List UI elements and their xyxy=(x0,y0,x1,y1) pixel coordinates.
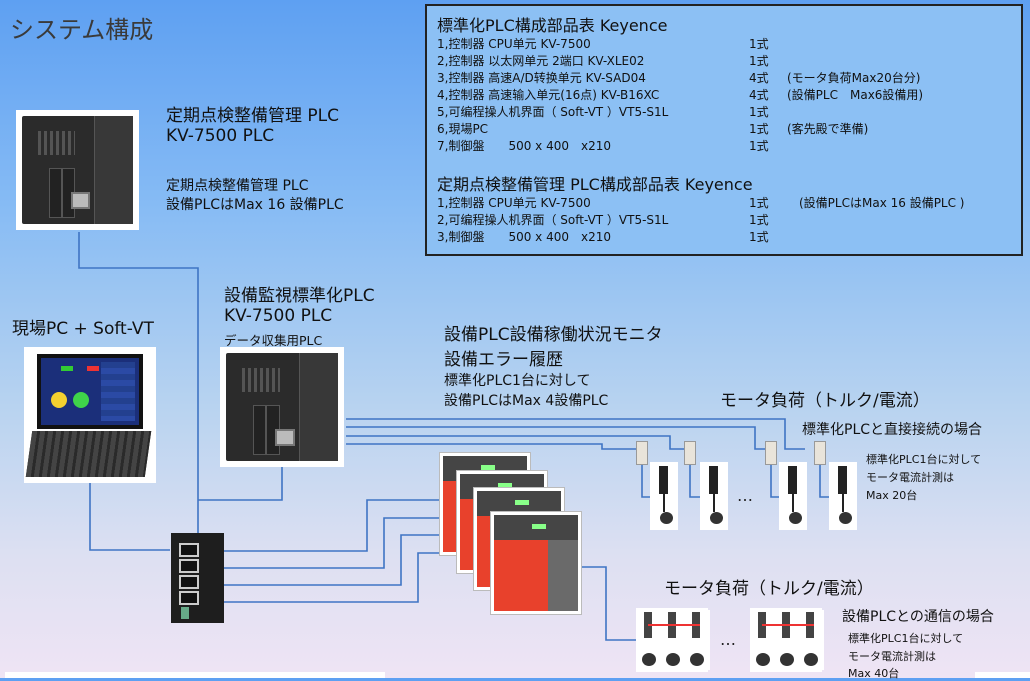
equipment-error-history: 設備エラー履歴 xyxy=(444,350,563,370)
wire-switch-amp1 xyxy=(224,499,440,552)
motor-load-direct-note3: Max 20台 xyxy=(866,489,918,502)
wire-sensor-motor1 xyxy=(641,462,652,498)
monitoring-plc-image xyxy=(220,347,344,467)
equipment-monitor-title: 設備PLC設備稼働状況モニタ xyxy=(444,325,663,345)
maintenance-plc-model: KV-7500 PLC xyxy=(166,126,275,146)
servo-amp-4 xyxy=(491,512,581,614)
motor-load-comm-note2: モータ電流計測は xyxy=(848,650,936,663)
maintenance-plc-capacity: 設備PLCはMax 16 設備PLC xyxy=(166,197,344,213)
monitoring-plc-model: KV-7500 PLC xyxy=(224,306,333,326)
maintenance-plc-desc: 定期点検整備管理 PLC xyxy=(166,178,309,194)
wire-sensor-motor4 xyxy=(819,462,830,498)
wire-amp-motors xyxy=(578,566,636,641)
motor-load-direct-note1: 標準化PLC1台に対して xyxy=(866,453,982,466)
wire-plc-sensor3 xyxy=(346,435,690,450)
wire-laptop xyxy=(89,483,170,551)
wire-sensor-motor2 xyxy=(689,462,702,498)
current-sensor-icon xyxy=(814,441,826,465)
motor-group-icon xyxy=(636,608,710,672)
servo-motor-icon xyxy=(829,462,857,530)
motor-load-comm-note1: 標準化PLC1台に対して xyxy=(848,632,964,645)
bottom-strip-right xyxy=(975,672,1030,678)
motor-load-direct-title: モータ負荷（トルク/電流） xyxy=(720,391,930,411)
bottom-strip xyxy=(5,672,385,678)
current-sensor-icon xyxy=(765,441,777,465)
motor-load-direct-note2: モータ電流計測は xyxy=(866,471,954,484)
wire-plc-sensor2 xyxy=(346,426,770,450)
servo-motor-icon xyxy=(650,462,678,530)
equipment-monitor-note2: 設備PLCはMax 4設備PLC xyxy=(444,393,609,409)
current-sensor-icon xyxy=(636,441,648,465)
wire-sensor-motor3 xyxy=(770,462,779,498)
wire-switch-amp2 xyxy=(224,517,440,569)
ethernet-switch-image xyxy=(171,533,224,623)
servo-motor-icon xyxy=(700,462,728,530)
field-pc-label: 現場PC + Soft-VT xyxy=(12,319,154,339)
monitoring-plc-subtitle: データ収集用PLC xyxy=(224,333,323,348)
motor-ellipsis: … xyxy=(737,486,755,505)
wire-maint-plc xyxy=(78,232,199,540)
maintenance-plc-image xyxy=(16,110,139,230)
servo-motor-icon xyxy=(779,462,807,530)
monitoring-plc-title: 設備監視標準化PLC xyxy=(224,286,375,306)
motor-load-comm-title: モータ負荷（トルク/電流） xyxy=(664,579,874,599)
page-title: システム構成 xyxy=(10,16,154,44)
motor-load-comm-case: 設備PLCとの通信の場合 xyxy=(842,609,994,625)
standard-plc-parts-heading: 標準化PLC構成部品表 Keyence xyxy=(437,16,668,35)
wire-plc-sensor4 xyxy=(346,443,640,450)
motor-load-direct-case: 標準化PLCと直接接続の場合 xyxy=(802,422,983,438)
maintenance-plc-title: 定期点検整備管理 PLC xyxy=(166,106,339,126)
laptop-soft-vt-image xyxy=(24,347,156,483)
wire-switch-amp4 xyxy=(224,552,440,603)
maintenance-plc-parts-heading: 定期点検整備管理 PLC構成部品表 Keyence xyxy=(437,175,753,194)
current-sensor-icon xyxy=(684,441,696,465)
wire-monitor-plc xyxy=(198,466,283,501)
motor-group-ellipsis: … xyxy=(720,630,738,649)
motor-group-icon xyxy=(750,608,824,672)
wire-switch-amp3 xyxy=(224,534,440,586)
wire-plc-sensor1 xyxy=(346,418,805,450)
equipment-monitor-note1: 標準化PLC1台に対して xyxy=(444,373,591,389)
motor-load-comm-note3: Max 40台 xyxy=(848,667,900,680)
